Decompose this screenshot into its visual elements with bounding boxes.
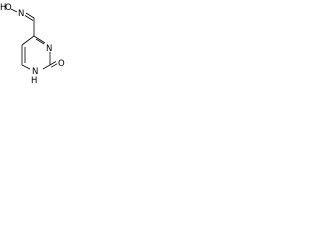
ring-nh-hydrogen-label: H <box>31 76 37 86</box>
ring-nitrogen-bottom-label: N <box>32 67 38 77</box>
bond-c2-n1 <box>42 64 51 70</box>
hydroxyl-hydrogen-label: H <box>0 3 6 13</box>
molecule-diagram: H O N N N H O <box>0 3 65 86</box>
bond-o-n <box>10 8 18 13</box>
bond-c4-n3 <box>33 35 46 44</box>
bond-n-c-double-2 <box>24 15 34 21</box>
oxime-nitrogen-label: N <box>18 9 24 19</box>
bond-c2-o-double-2 <box>50 63 58 68</box>
bond-c5-c4 <box>21 35 35 46</box>
bond-n1-c6 <box>21 64 31 70</box>
ring-nitrogen-top-label: N <box>46 44 52 54</box>
hydroxyl-oxygen-label: O <box>5 3 12 13</box>
bond-n-c-double-1 <box>25 12 35 19</box>
bond-c4-n3-inner <box>35 38 45 45</box>
bond-c2-o-double-1 <box>49 61 57 66</box>
carbonyl-oxygen-label: O <box>58 59 65 69</box>
